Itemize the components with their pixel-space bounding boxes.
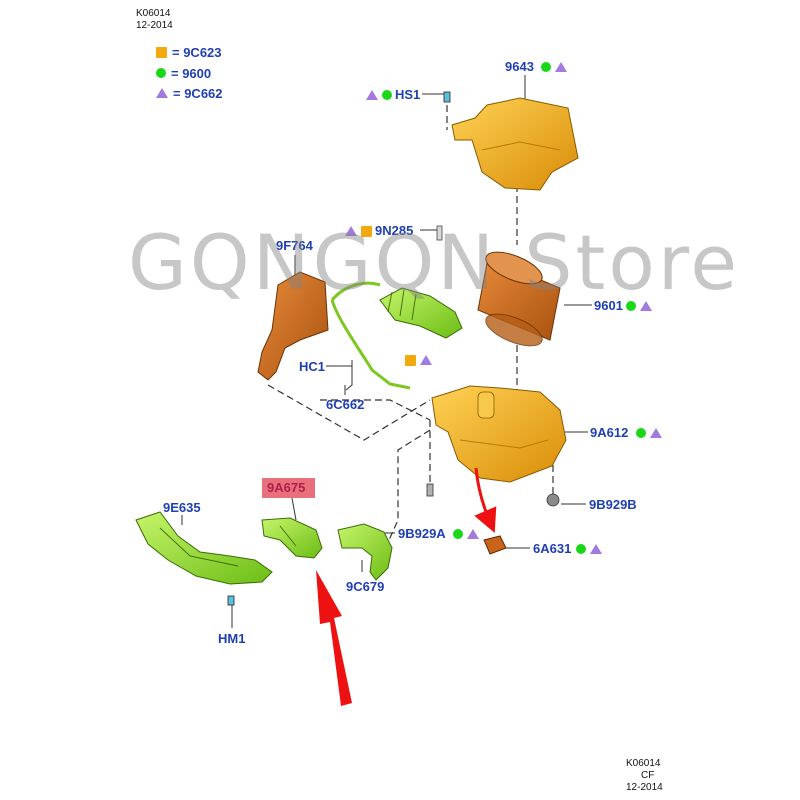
part-label-9b929a[interactable]: 9B929A (398, 526, 446, 541)
circle-icon (636, 428, 646, 438)
grommet-9b929b (546, 493, 560, 507)
intake-hose (379, 287, 463, 339)
part-label-hs1[interactable]: HS1 (395, 87, 421, 102)
part-9643-symbols (541, 60, 567, 74)
leader-line (345, 360, 353, 391)
triangle-icon (650, 428, 662, 438)
breather-tube (330, 281, 411, 390)
triangle-icon (640, 301, 652, 311)
duct-9c679 (337, 523, 393, 581)
circle-icon (453, 529, 463, 539)
part-label-9n285[interactable]: 9N285 (375, 223, 414, 238)
square-icon (156, 46, 167, 58)
part-label-9b929b[interactable]: 9B929B (589, 497, 637, 512)
sensor-9n285 (436, 225, 443, 241)
circle-icon (626, 301, 636, 311)
part-label-9c679[interactable]: 9C679 (346, 579, 385, 594)
highlighted-part-9a675[interactable]: 9A675 (262, 478, 315, 498)
legend-item-triangle: = 9C662 (156, 85, 223, 101)
hs1-bolt (443, 91, 451, 103)
triangle-icon (420, 355, 432, 365)
assembly-line (267, 384, 431, 441)
header-code: K06014 (136, 8, 171, 19)
intake-hose-symbols (405, 353, 432, 367)
part-label-6c662[interactable]: 6C662 (326, 397, 365, 412)
triangle-icon (555, 62, 567, 72)
square-icon (361, 225, 372, 237)
circle-icon (576, 544, 586, 554)
header-date: 12-2014 (136, 20, 173, 31)
part-9a612-symbols (636, 426, 662, 440)
assembly-line (379, 429, 431, 561)
triangle-icon (345, 226, 357, 236)
legend-label: = 9600 (171, 65, 212, 81)
triangle-icon (590, 544, 602, 554)
triangle-icon (467, 529, 479, 539)
part-hs1-symbols (366, 88, 392, 102)
leader-line (291, 497, 297, 521)
pointer-arrow-large (316, 570, 352, 706)
legend-label: = 9C623 (172, 44, 222, 60)
leader-lines (181, 75, 592, 628)
part-label-hc1[interactable]: HC1 (299, 359, 326, 374)
footer-variant: CF (641, 770, 655, 781)
pointer-arrow-small (474, 467, 497, 534)
legend-item-circle: = 9600 (156, 65, 211, 81)
part-label-9f764[interactable]: 9F764 (276, 238, 313, 253)
part-label-9a675: 9A675 (267, 480, 306, 495)
air-duct-9e635 (135, 511, 273, 585)
part-9n285-symbols (345, 224, 372, 238)
grommet-9b929a (426, 483, 434, 497)
part-9601-symbols (626, 299, 652, 313)
part-label-9643[interactable]: 9643 (505, 59, 534, 74)
part-label-6a631[interactable]: 6A631 (533, 541, 572, 556)
part-label-9601[interactable]: 9601 (594, 298, 623, 313)
square-icon (405, 354, 416, 366)
hm1-clip (227, 595, 235, 606)
part-label-hm1[interactable]: HM1 (218, 631, 246, 646)
part-label-9a612[interactable]: 9A612 (590, 425, 629, 440)
footer-code: K06014 (626, 758, 661, 769)
resonator (257, 271, 329, 381)
circle-icon (156, 68, 166, 78)
part-label-9e635[interactable]: 9E635 (163, 500, 201, 515)
air-cleaner-body (431, 385, 567, 483)
store-watermark: GQNGQN Store (128, 218, 741, 307)
circle-icon (382, 90, 392, 100)
legend-label: = 9C662 (173, 85, 223, 101)
part-6a631-symbols (576, 542, 602, 556)
triangle-icon (366, 90, 378, 100)
part-9b929a-symbols (453, 527, 479, 541)
footer-date: 12-2014 (626, 782, 663, 793)
air-cleaner-cover (451, 97, 579, 191)
assembly-line (320, 399, 431, 421)
sensor-6a631 (483, 535, 507, 555)
duct-9a675 (261, 517, 323, 559)
triangle-icon (156, 88, 168, 98)
legend-item-square: = 9C623 (156, 44, 222, 60)
air-filter-element (477, 251, 561, 347)
circle-icon (541, 62, 551, 72)
